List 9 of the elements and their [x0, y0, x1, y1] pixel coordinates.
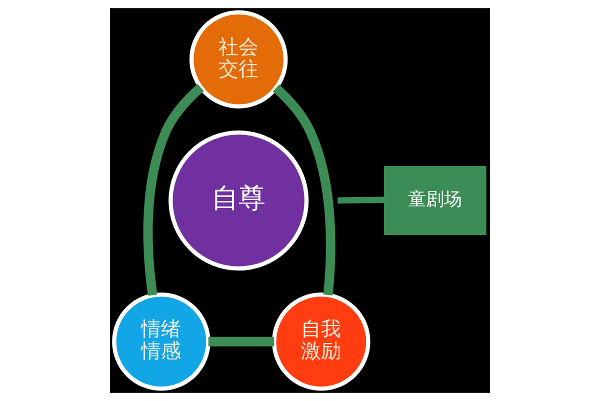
node-box: 童剧场	[384, 166, 486, 235]
connector	[272, 84, 336, 296]
node-circle: 情绪情感	[112, 292, 210, 391]
connector	[338, 196, 384, 204]
connector	[143, 84, 204, 296]
connector	[208, 336, 274, 346]
node-circle: 社会交往	[189, 10, 288, 108]
node-circle: 自尊	[168, 130, 309, 271]
node-circle: 自我激励	[272, 292, 370, 391]
